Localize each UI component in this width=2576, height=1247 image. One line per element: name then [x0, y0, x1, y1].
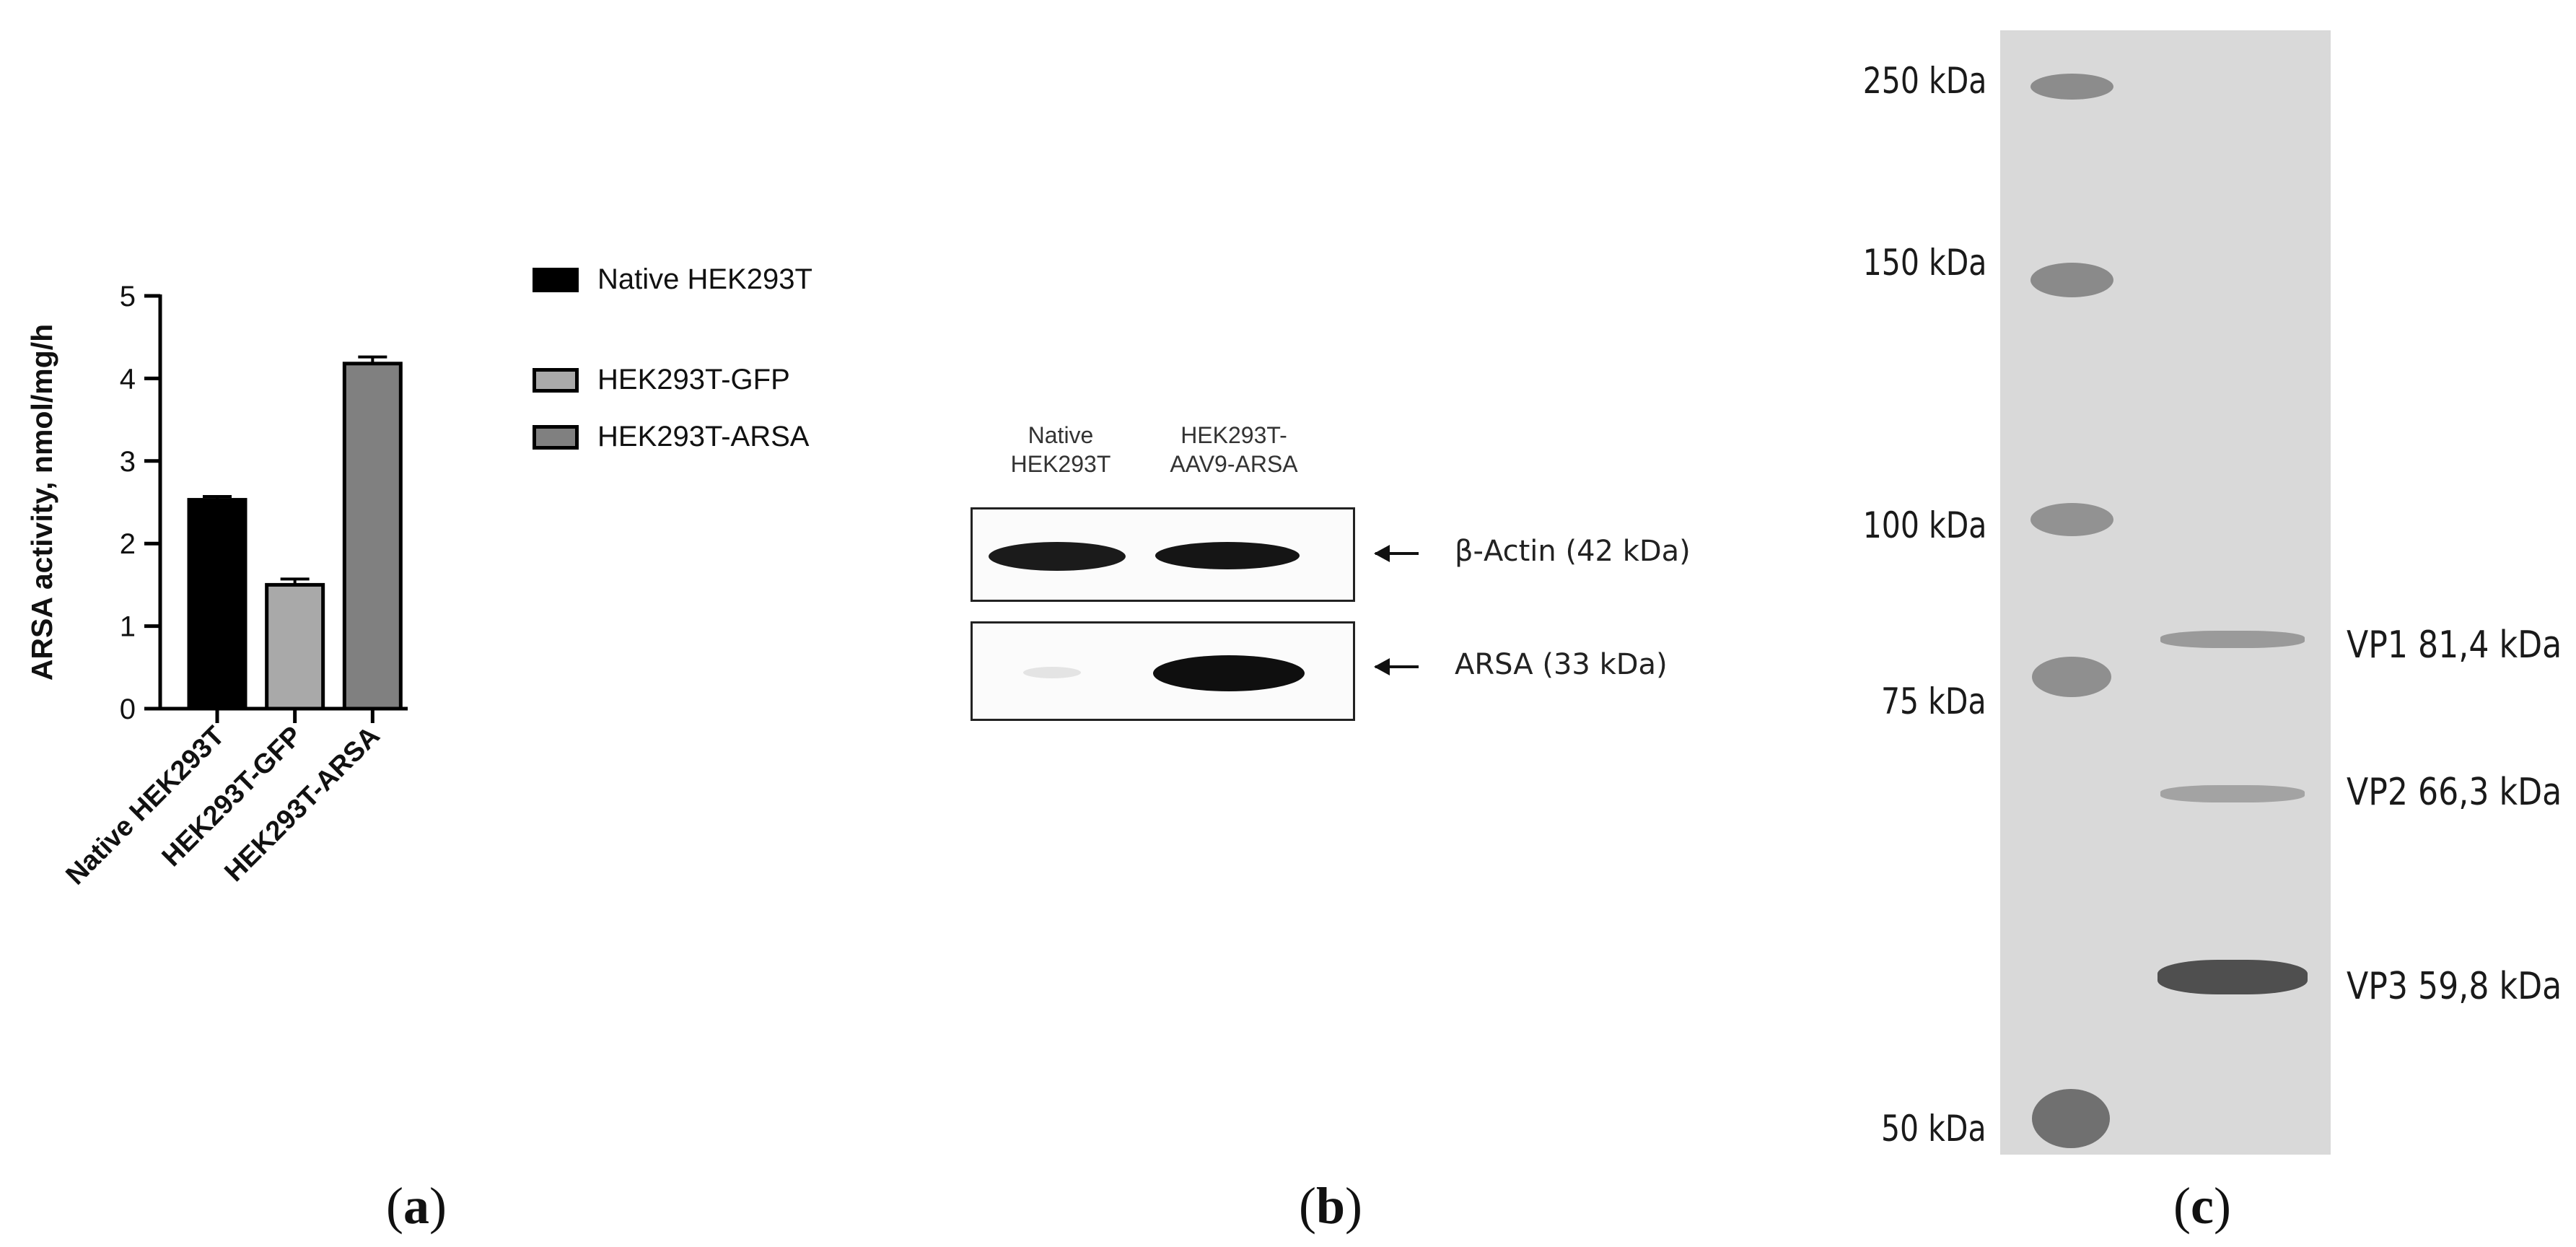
sds-page-gel: [2000, 30, 2331, 1155]
mw-label-250: 250 kDa: [1862, 60, 1986, 102]
vp-label-vp2: VP2 66,3 kDa: [2347, 771, 2562, 814]
mw-label-100: 100 kDa: [1862, 504, 1986, 546]
y-tick-label: 3: [120, 446, 136, 478]
y-tick-label: 1: [120, 611, 136, 643]
panel-label-b: (b): [1299, 1177, 1363, 1235]
legend-item-gfp: HEK293T-GFP: [533, 364, 790, 396]
blot-actin: [971, 507, 1355, 602]
mw-label-75: 75 kDa: [1881, 681, 1986, 722]
legend-item-native: Native HEK293T: [533, 263, 812, 296]
ladder-band-150: [2030, 263, 2113, 297]
y-tick-label: 5: [120, 281, 136, 312]
band-actin-arsa: [1155, 542, 1300, 569]
lane-header-native-text: Native HEK293T: [1010, 422, 1111, 477]
y-axis-label: ARSA activity, nmol/mg/h: [25, 324, 58, 681]
arrow-left-icon: [1374, 545, 1419, 562]
legend-swatch-gfp: [533, 367, 579, 393]
legend-item-arsa: HEK293T-ARSA: [533, 421, 809, 453]
ladder-band-75: [2032, 657, 2111, 697]
bar-2: [265, 582, 325, 711]
panel-label-c: (c): [2173, 1177, 2231, 1235]
legend-swatch-native: [533, 267, 579, 292]
y-tick-label: 4: [120, 363, 136, 395]
blot-label-actin: β-Actin (42 kDa): [1455, 535, 1691, 568]
mw-label-150: 150 kDa: [1862, 242, 1986, 284]
sample-band-vp3: [2157, 960, 2308, 994]
y-tick-label: 2: [120, 528, 136, 560]
y-tick-label: 0: [120, 693, 136, 725]
blot-arsa: [971, 621, 1355, 721]
band-arsa-native: [1023, 667, 1081, 678]
legend-swatch-arsa: [533, 424, 579, 450]
mw-label-50: 50 kDa: [1881, 1108, 1986, 1150]
legend-label-arsa: HEK293T-ARSA: [597, 421, 810, 452]
legend-label-native: Native HEK293T: [597, 263, 812, 295]
bar-3: [342, 362, 403, 711]
band-arsa-arsa: [1153, 655, 1305, 691]
vp-label-vp1: VP1 81,4 kDa: [2347, 624, 2562, 667]
sample-band-vp2: [2160, 785, 2305, 802]
ladder-band-100: [2030, 503, 2113, 536]
sample-band-vp1: [2160, 631, 2305, 648]
lane-header-native: Native HEK293T: [974, 421, 1147, 478]
legend-label-gfp: HEK293T-GFP: [597, 364, 790, 395]
vp-label-vp3: VP3 59,8 kDa: [2347, 965, 2562, 1008]
ladder-band-250: [2030, 74, 2113, 100]
band-actin-native: [989, 542, 1126, 571]
x-tick-label: HEK293T-GFP: [157, 721, 308, 872]
arrow-left-icon: [1374, 658, 1419, 675]
ladder-band-50: [2032, 1089, 2110, 1148]
blot-label-arsa: ARSA (33 kDa): [1455, 648, 1668, 681]
bar-1: [187, 498, 247, 711]
lane-header-aav9-arsa: HEK293T- AAV9-ARSA: [1147, 421, 1320, 478]
lane-header-aav9-arsa-text: HEK293T- AAV9-ARSA: [1170, 422, 1298, 477]
panel-label-a: (a): [386, 1177, 447, 1235]
